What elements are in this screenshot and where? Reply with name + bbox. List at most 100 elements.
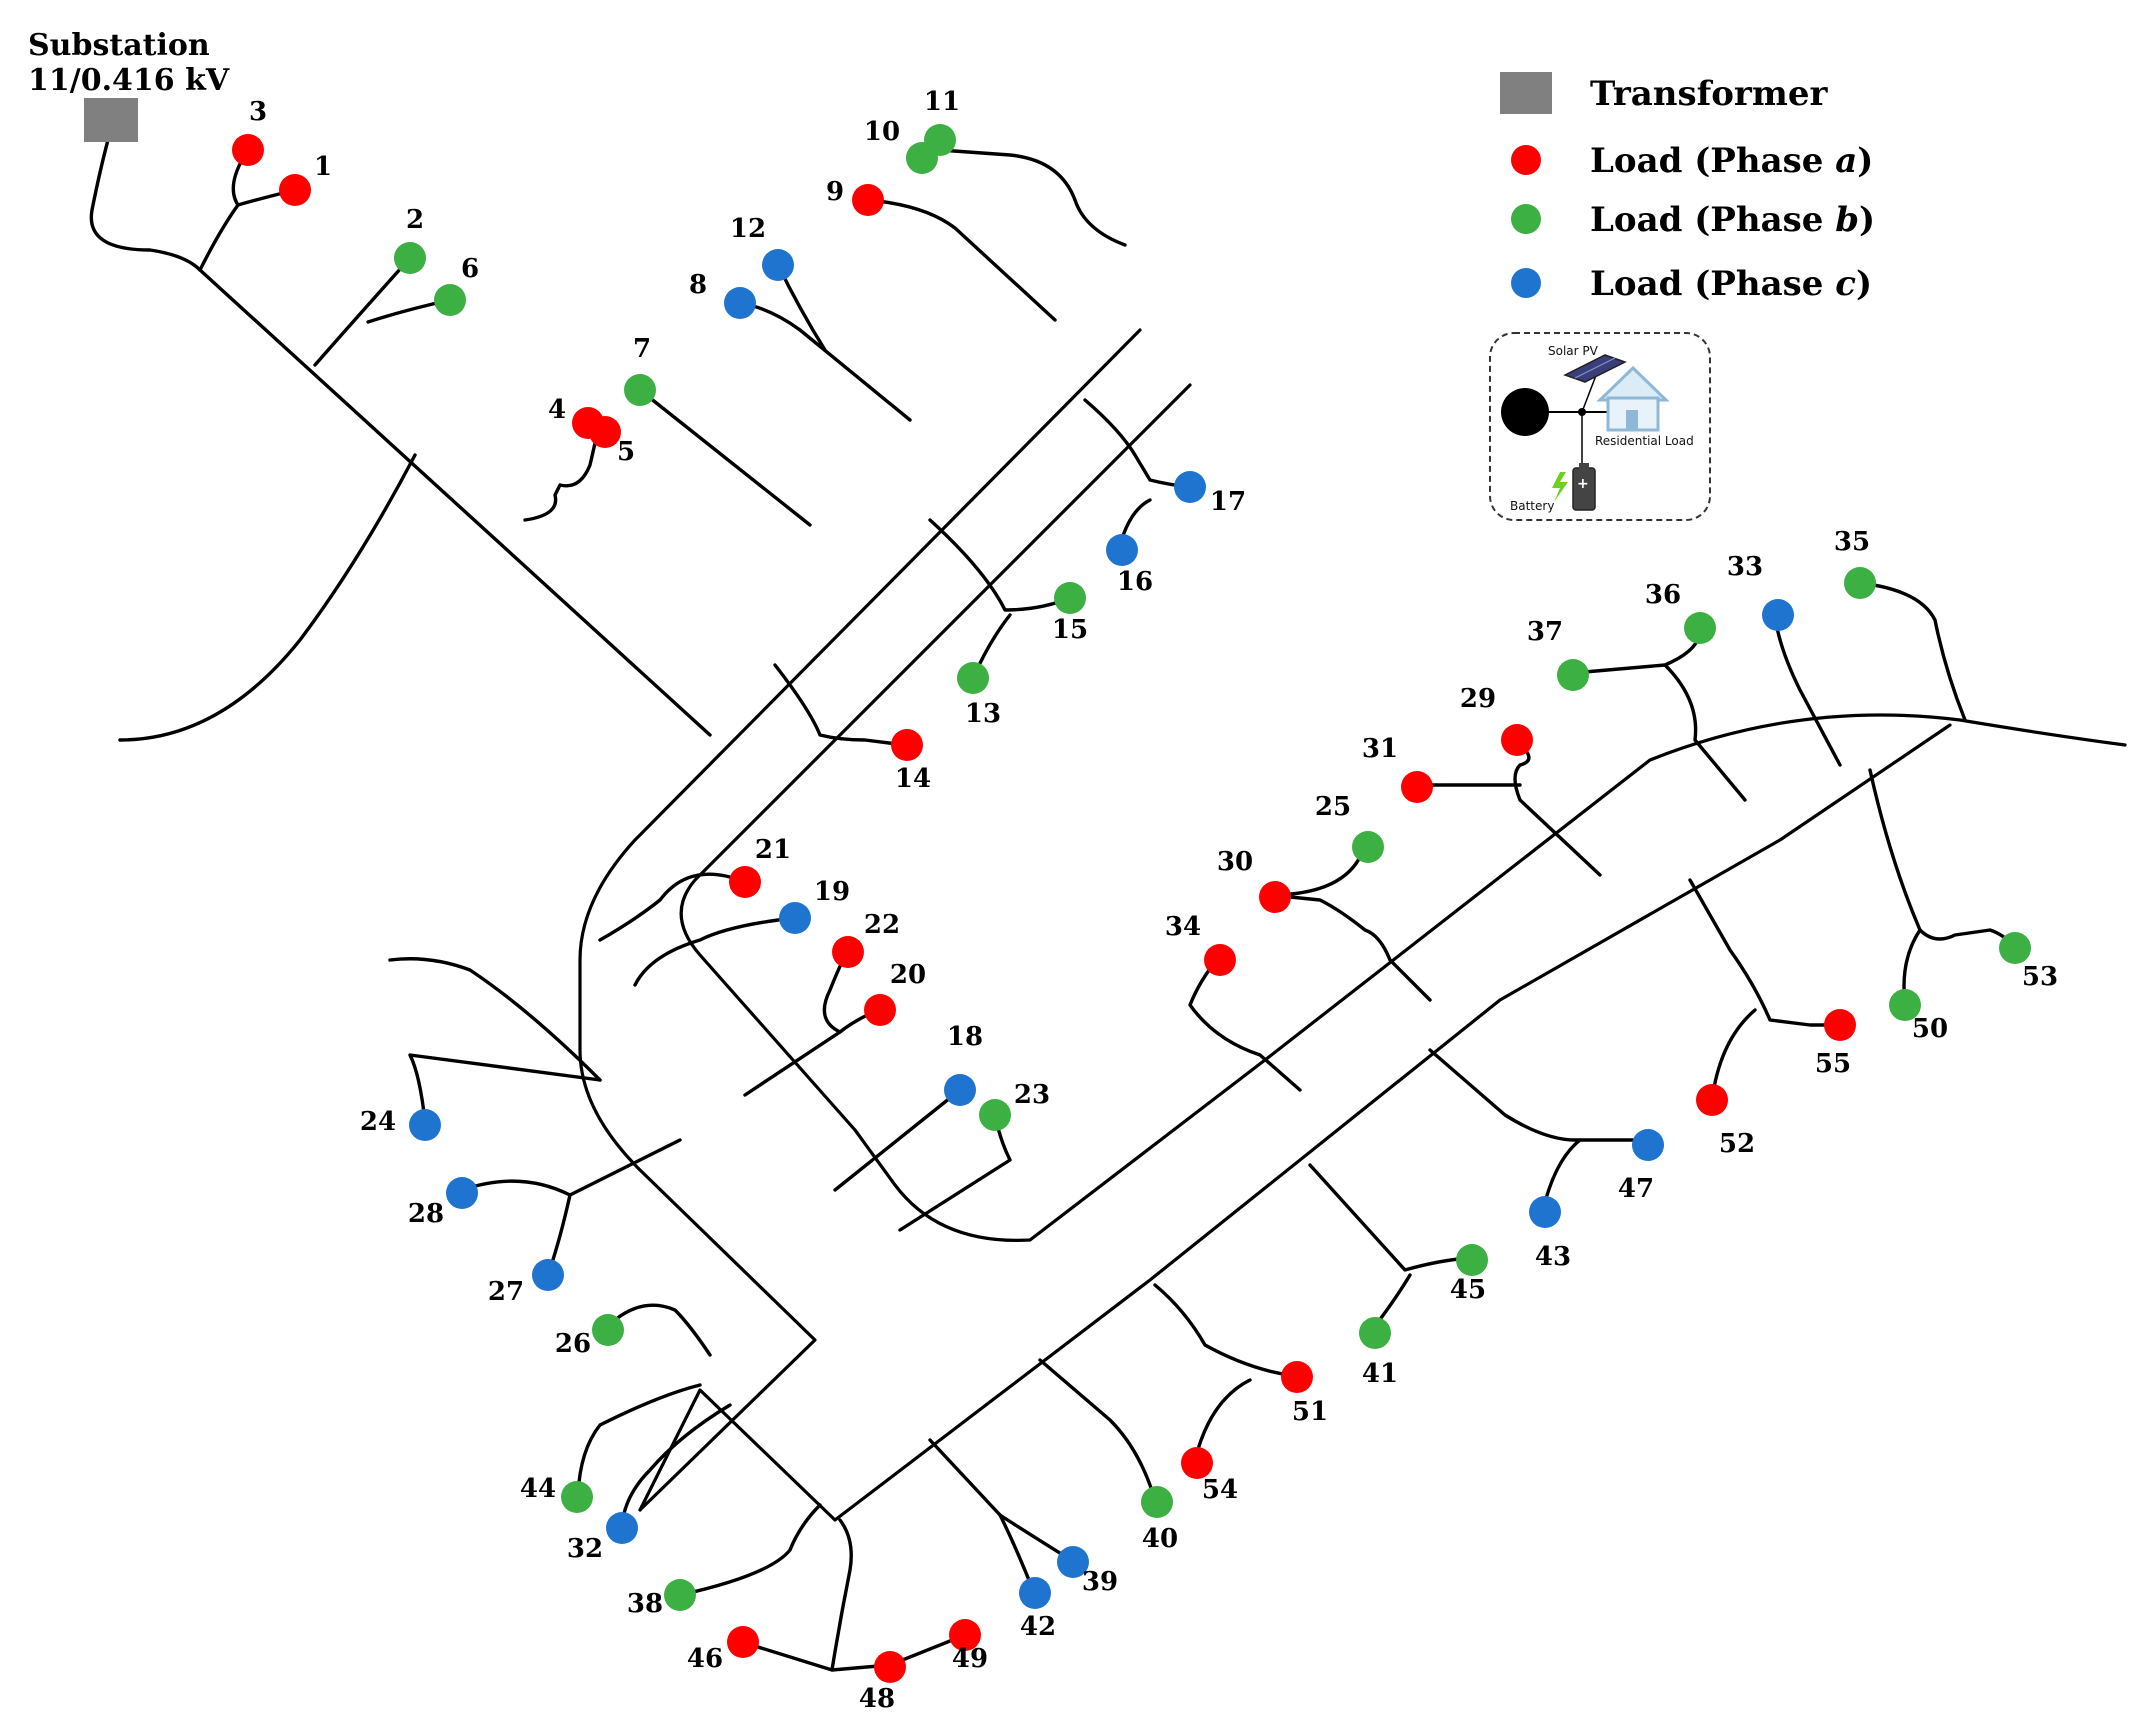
load-node-9: 9: [826, 177, 884, 216]
meter-node-icon: [1501, 388, 1549, 436]
road-upper-right-edge: [679, 383, 1192, 1132]
load-node-37: 37: [1527, 617, 1589, 691]
load-47-label: 47: [1618, 1174, 1654, 1204]
legend-phase-a-suffix: ): [1857, 141, 1873, 181]
roads: [578, 328, 2127, 1522]
legend-phase-b-letter: b: [1835, 200, 1859, 240]
legend-phase-b-suffix: ): [1859, 200, 1875, 240]
load-15-phase-b-marker: [1054, 582, 1086, 614]
load-31-phase-a-marker: [1401, 771, 1433, 803]
load-node-11: 11: [924, 87, 960, 156]
substation-rating-label: 11/0.416 kV: [28, 63, 230, 98]
load-node-23: 23: [979, 1080, 1050, 1131]
load-38-phase-b-marker: [664, 1579, 696, 1611]
load-9-label: 9: [826, 177, 844, 207]
load-50-phase-b-marker: [1889, 989, 1921, 1021]
load-4-label: 4: [548, 395, 566, 425]
road-main-top-edge: [853, 713, 2127, 1242]
load-3-phase-a-marker: [232, 134, 264, 166]
line-branch-27-28: [460, 1138, 682, 1197]
load-48-label: 48: [859, 1684, 895, 1714]
load-node-30: 30: [1217, 847, 1291, 913]
load-node-28: 28: [408, 1177, 478, 1229]
load-node-36: 36: [1645, 580, 1716, 644]
load-23-label: 23: [1014, 1080, 1050, 1110]
load-23-phase-b-marker: [979, 1099, 1011, 1131]
legend-phase-c-suffix: ): [1856, 264, 1872, 304]
load-28-phase-c-marker: [446, 1177, 478, 1209]
load-27-label: 27: [488, 1277, 524, 1307]
load-node-39: 39: [1057, 1546, 1118, 1597]
load-53-label: 53: [2022, 962, 2058, 992]
line-branch-51-54: [1153, 1283, 1297, 1378]
load-node-50: 50: [1889, 989, 1948, 1044]
load-node-19: 19: [779, 877, 850, 934]
line-branch-43-47: [1428, 1048, 1647, 1142]
load-node-31: 31: [1362, 734, 1433, 803]
line-branch-west-road: [388, 957, 602, 1082]
legend-phase-a-label: Load (Phase a): [1590, 141, 1873, 181]
legend-phase-c-label: Load (Phase c): [1590, 264, 1872, 304]
line-branch-40: [1038, 1358, 1157, 1502]
battery-icon: +: [1552, 463, 1596, 511]
line-branch-2-6: [313, 256, 412, 367]
load-node-25: 25: [1315, 792, 1384, 863]
load-17-label: 17: [1210, 487, 1246, 517]
load-node-49: 49: [949, 1619, 988, 1674]
load-20-label: 20: [890, 960, 926, 990]
load-11-label: 11: [924, 87, 960, 117]
load-27-phase-c-marker: [532, 1259, 564, 1291]
load-8-phase-c-marker: [724, 287, 756, 319]
load-node-32: 32: [567, 1512, 638, 1564]
load-node-7: 7: [624, 334, 656, 406]
load-12-label: 12: [730, 214, 766, 244]
load-node-41: 41: [1359, 1317, 1398, 1389]
load-13-label: 13: [965, 699, 1001, 729]
load-25-phase-b-marker: [1352, 831, 1384, 863]
house-icon: [1596, 365, 1670, 432]
legend-phase-a-letter: a: [1835, 141, 1857, 181]
load-node-47: 47: [1618, 1129, 1664, 1204]
legend: Transformer Load (Phase a) Load (Phase b…: [1500, 72, 1875, 304]
load-36-label: 36: [1645, 580, 1681, 610]
load-9-phase-a-marker: [852, 184, 884, 216]
load-32-label: 32: [567, 1534, 603, 1564]
line-branch-30-25: [1268, 843, 1432, 1002]
load-52-label: 52: [1719, 1129, 1755, 1159]
load-node-21: 21: [729, 835, 791, 898]
load-1-label: 1: [314, 152, 332, 182]
legend-phase-a-prefix: Load (Phase: [1590, 141, 1835, 181]
load-49-phase-a-marker: [949, 1619, 981, 1651]
load-29-label: 29: [1460, 684, 1496, 714]
load-node-20: 20: [864, 960, 926, 1026]
line-branch-23: [898, 1113, 1012, 1232]
load-5-phase-a-marker: [589, 416, 621, 448]
line-branch-8-12: [738, 301, 912, 422]
load-50-label: 50: [1912, 1014, 1948, 1044]
load-node-13: 13: [957, 662, 1001, 729]
legend-phase-c-letter: c: [1835, 264, 1856, 304]
load-46-label: 46: [687, 1644, 723, 1674]
load-11-phase-b-marker: [924, 124, 956, 156]
load-19-label: 19: [814, 877, 850, 907]
load-53-phase-b-marker: [1999, 932, 2031, 964]
load-54-label: 54: [1202, 1475, 1238, 1505]
load-node-45: 45: [1450, 1244, 1488, 1305]
load-47-phase-c-marker: [1632, 1129, 1664, 1161]
load-20-phase-a-marker: [864, 994, 896, 1026]
load-21-phase-a-marker: [729, 866, 761, 898]
load-30-phase-a-marker: [1259, 881, 1291, 913]
legend-phase-c-swatch: [1511, 268, 1541, 298]
line-branch-24: [408, 1053, 602, 1124]
load-35-label: 35: [1834, 527, 1870, 557]
line-branch-26: [605, 1303, 712, 1357]
load-33-label: 33: [1727, 552, 1763, 582]
load-36-phase-b-marker: [1684, 612, 1716, 644]
load-node-17: 17: [1174, 471, 1246, 517]
load-24-label: 24: [360, 1107, 396, 1137]
line-branch-7: [638, 388, 812, 527]
load-node-12: 12: [730, 214, 794, 281]
line-branch-36-37: [1571, 628, 1747, 802]
svg-text:+: +: [1577, 476, 1589, 492]
legend-phase-b-prefix: Load (Phase: [1590, 200, 1835, 240]
